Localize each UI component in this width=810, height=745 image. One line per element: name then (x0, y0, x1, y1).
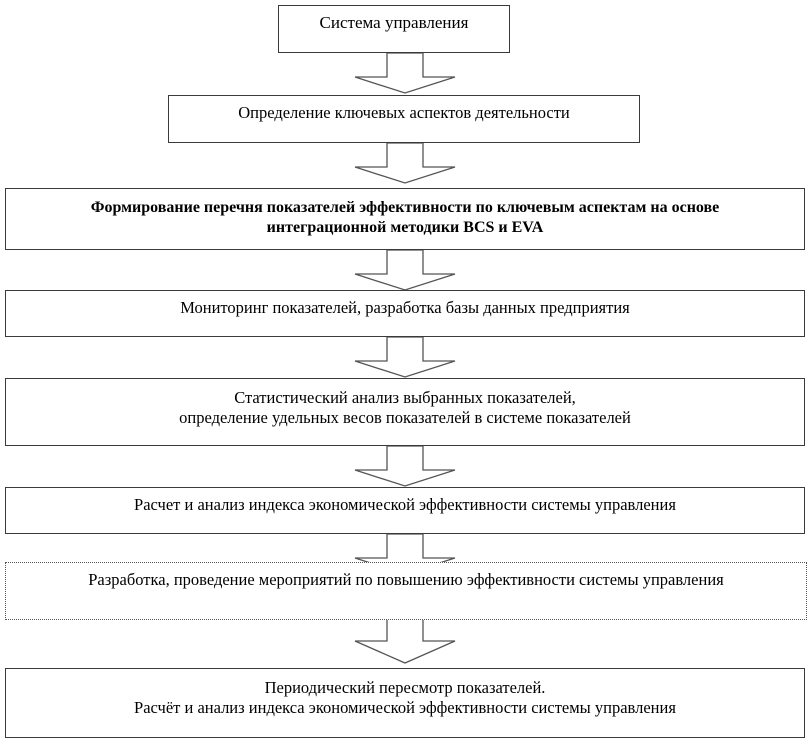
block-arrow-down-icon-5 (351, 446, 459, 488)
block-arrow-down-icon-2 (351, 143, 459, 185)
process-node-label: Формирование перечня показателей эффекти… (90, 199, 720, 236)
process-node-system-management[interactable]: Система управления (278, 5, 510, 53)
process-node-label: Периодический пересмотр показателей. Рас… (134, 678, 676, 718)
process-node-efficiency-index-calc[interactable]: Расчет и анализ индекса экономической эф… (5, 487, 805, 534)
process-node-statistical-analysis[interactable]: Статистический анализ выбранных показате… (5, 378, 805, 446)
block-arrow-down-icon-1 (351, 53, 459, 95)
process-node-improvement-measures[interactable]: Разработка, проведение мероприятий по по… (5, 562, 807, 620)
block-arrow-down-icon-7 (351, 615, 459, 665)
process-node-label: Статистический анализ выбранных показате… (179, 388, 631, 428)
block-arrow-down-icon-3 (351, 250, 459, 292)
process-node-label: Разработка, проведение мероприятий по по… (88, 570, 724, 589)
block-arrow-down-icon-4 (351, 337, 459, 379)
process-node-periodic-review[interactable]: Периодический пересмотр показателей. Рас… (5, 668, 805, 738)
process-node-key-aspects[interactable]: Определение ключевых аспектов деятельнос… (168, 95, 640, 143)
process-node-label: Система управления (319, 13, 469, 32)
process-node-kpi-list-formation[interactable]: Формирование перечня показателей эффекти… (5, 188, 805, 250)
process-node-label: Определение ключевых аспектов деятельнос… (238, 103, 570, 122)
process-node-label: Мониторинг показателей, разработка базы … (180, 298, 630, 317)
process-node-label: Расчет и анализ индекса экономической эф… (134, 495, 676, 514)
process-node-monitoring-database[interactable]: Мониторинг показателей, разработка базы … (5, 290, 805, 337)
